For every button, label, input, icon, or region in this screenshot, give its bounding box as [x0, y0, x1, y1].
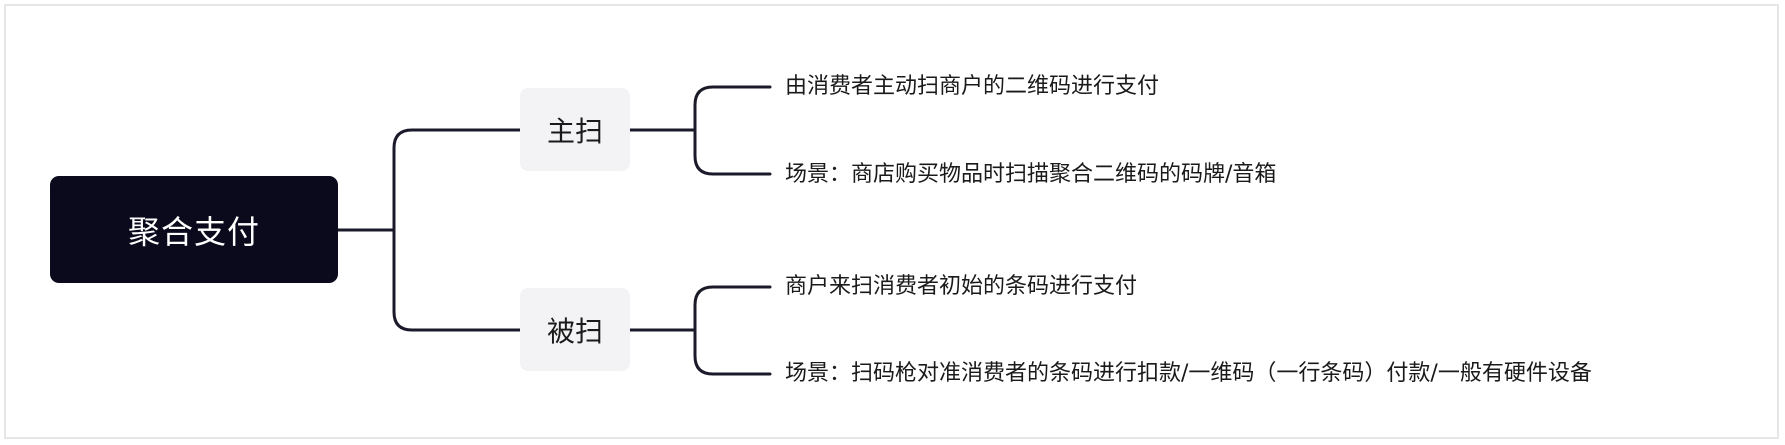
connector-to-branch-2 [392, 228, 522, 332]
connector-branch-1-leaf-1 [693, 85, 772, 132]
connector-branch-2-leaf-2 [693, 328, 772, 376]
branch-label: 被扫 [546, 314, 603, 348]
branch-node-passive-scan: 被扫 [520, 288, 630, 371]
root-node: 聚合支付 [50, 176, 338, 283]
connector-to-branch-1 [392, 128, 522, 232]
branch-label: 主扫 [546, 114, 603, 148]
connector-branch-2-leaf-1 [693, 285, 772, 332]
root-label: 聚合支付 [127, 212, 260, 251]
branch-node-main-scan: 主扫 [520, 88, 630, 171]
leaf-text: 商户来扫消费者初始的条码进行支付 [785, 274, 1138, 299]
connector-branch-1-leaf-2 [693, 128, 772, 176]
leaf-text: 场景：商店购买物品时扫描聚合二维码的码牌/音箱 [785, 162, 1277, 187]
leaf-text: 由消费者主动扫商户的二维码进行支付 [785, 74, 1160, 99]
leaf-text: 场景：扫码枪对准消费者的条码进行扣款/一维码（一行条码）付款/一般有硬件设备 [785, 361, 1592, 386]
